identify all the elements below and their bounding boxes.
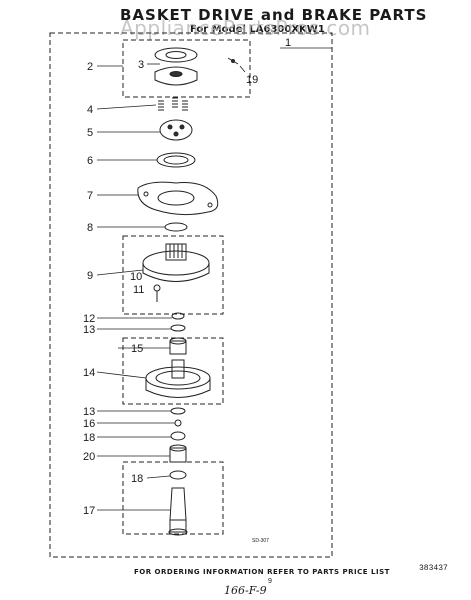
part-16-ball (174, 419, 182, 427)
callout-13: 13 (83, 324, 95, 336)
part-18-washer (170, 431, 186, 441)
part-12-washer (171, 312, 185, 320)
callout-10: 10 (130, 271, 142, 283)
callout-17: 17 (83, 505, 95, 517)
assembly-frame (49, 32, 333, 558)
part-13-lower-washer (170, 407, 186, 415)
callout-3: 3 (138, 59, 144, 71)
part-19-pin (227, 57, 239, 65)
part-15-bearing (169, 337, 187, 355)
callout-14: 14 (83, 367, 95, 379)
part-18-lower-washer (169, 470, 187, 480)
page-number: 9 (268, 578, 272, 585)
callout-4: 4 (87, 104, 93, 116)
callout-6: 6 (87, 155, 93, 167)
part-4-springs (158, 97, 188, 111)
part-14-pulley (145, 359, 211, 398)
callout-12: 12 (83, 313, 95, 325)
callout-16: 16 (83, 418, 95, 430)
callout-18b: 18 (131, 473, 143, 485)
callout-5: 5 (87, 127, 93, 139)
watermark: AppliancePartsPros.com (120, 16, 371, 40)
diagram-title: BASKET DRIVE and BRAKE PARTS (120, 6, 428, 24)
callout-1: 1 (285, 37, 291, 49)
callout-18: 18 (83, 432, 95, 444)
callout-20: 20 (83, 451, 95, 463)
group-box-2 (122, 39, 251, 98)
part-9-brake-housing (142, 243, 210, 302)
callout-8: 8 (87, 222, 93, 234)
callout-7: 7 (87, 190, 93, 202)
callout-9: 9 (87, 270, 93, 282)
part-8-o-ring (164, 222, 188, 232)
handwritten-note: 166-F-9 (224, 584, 267, 597)
leader-lines (96, 47, 332, 511)
part-number: 383437 (419, 564, 448, 573)
diagram-code: SD-307 (252, 538, 269, 544)
callout-2: 2 (87, 61, 93, 73)
part-13-washer (170, 324, 186, 332)
part-2-drive-hub (154, 47, 198, 86)
callout-19: 19 (246, 74, 258, 86)
callout-13b: 13 (83, 406, 95, 418)
callout-11: 11 (133, 284, 144, 296)
part-5-brake-plate (159, 119, 193, 141)
part-17-shaft (168, 487, 188, 536)
part-7-gasket (137, 181, 219, 216)
part-20-bushing (169, 444, 187, 463)
model-label: For Model LA6300XKW1 (190, 24, 325, 35)
callout-15: 15 (131, 343, 143, 355)
ordering-note: FOR ORDERING INFORMATION REFER TO PARTS … (134, 568, 390, 576)
part-6-brake-lining (156, 152, 196, 168)
